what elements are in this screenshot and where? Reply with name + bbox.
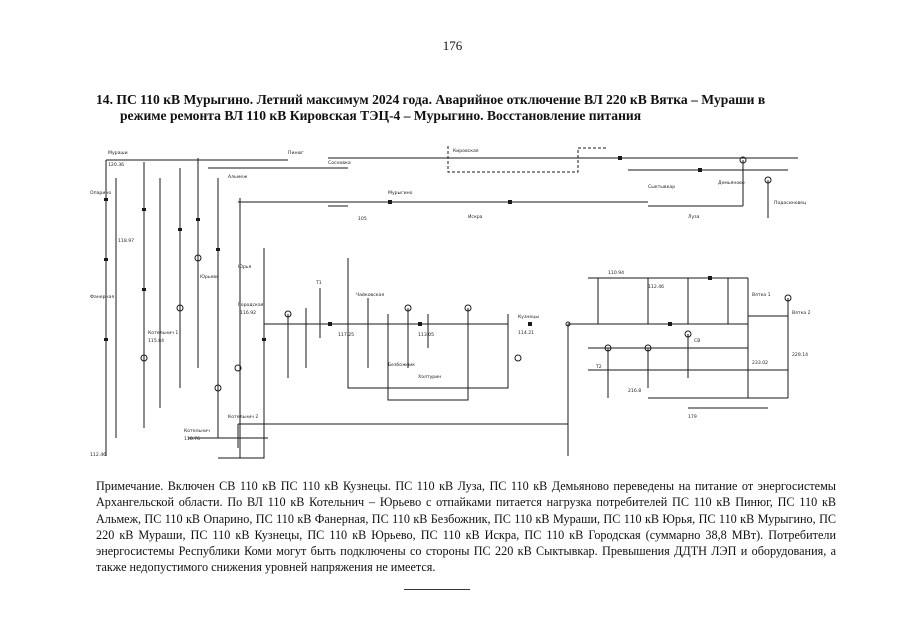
label-faner: Фанерная — [90, 294, 114, 300]
label-v120: 120.36 — [108, 162, 124, 168]
label-podosinovets: Подосиновец — [774, 200, 806, 206]
label-murashi: Мураши — [108, 150, 128, 156]
label-kotelnich: Котельнич — [184, 428, 210, 434]
power-grid-schematic: Мураши 120.36 Пинюг Сосновка Альмеж Муры… — [90, 146, 811, 459]
label-luza: Луза — [688, 214, 700, 220]
label-v179: 179 — [688, 414, 697, 420]
section-title-line-2: режиме ремонта ВЛ 110 кВ Кировская ТЭЦ-4… — [120, 108, 642, 123]
label-gorodskaya: Городская — [238, 302, 264, 308]
label-demyanovo: Демьяново — [718, 180, 745, 186]
label-syktyvkar: Сыктывкар — [648, 184, 675, 190]
label-yurevo: Юрьево — [200, 274, 219, 280]
label-vT2: Т2 — [595, 364, 602, 370]
label-vyatka2: Вятка 2 — [792, 310, 811, 316]
label-murygino: Мурыгино — [388, 190, 413, 196]
note-paragraph: Примечание. Включен СВ 110 кВ ПС 110 кВ … — [96, 478, 836, 576]
label-v117: 117.25 — [338, 332, 354, 338]
footnote-divider — [404, 589, 470, 590]
label-sosnovka: Сосновка — [328, 160, 351, 166]
label-v112: 112.46 — [648, 284, 664, 290]
label-almezh: Альмеж — [228, 174, 247, 180]
label-v112b: 112.46 — [90, 452, 106, 458]
label-v216: 216.8 — [628, 388, 641, 394]
label-v110: 110.94 — [608, 270, 624, 276]
label-vT1: Т1 — [315, 280, 322, 286]
label-kotelnich2: Котельнич 2 — [228, 414, 258, 420]
label-yuria: Юрья — [238, 264, 252, 270]
label-v116: 116.92 — [240, 310, 256, 316]
label-v118b: 118.76 — [184, 436, 200, 442]
label-kuznetsy: Кузнецы — [518, 314, 539, 320]
label-kotelnich1: Котельнич 1 — [148, 330, 178, 336]
label-chaika: Чайковская — [356, 291, 384, 298]
section-title: 14. ПС 110 кВ Мурыгино. Летний максимум … — [96, 92, 836, 124]
label-kirov: Кировская — [453, 148, 479, 154]
label-khal: Халтурин — [418, 374, 441, 380]
label-iskra: Искра — [468, 214, 483, 220]
label-vSV: СВ — [694, 338, 700, 344]
label-bezdonnik: Безбожник — [388, 362, 415, 368]
note-text: Примечание. Включен СВ 110 кВ ПС 110 кВ … — [96, 479, 836, 575]
label-v114: 114.21 — [518, 330, 534, 336]
label-v105: 105 — [358, 216, 367, 222]
label-pinyug: Пинюг — [288, 150, 304, 156]
label-v233: 233.02 — [752, 360, 768, 366]
label-oparino: Опарино — [90, 190, 111, 196]
label-vyatka1: Вятка 1 — [752, 292, 771, 298]
label-v229: 229.14 — [792, 352, 808, 358]
label-v113: 113.05 — [418, 332, 434, 338]
label-v115: 115.84 — [148, 338, 164, 344]
section-title-line-1: 14. ПС 110 кВ Мурыгино. Летний максимум … — [96, 92, 766, 107]
label-v118a: 118.97 — [118, 238, 134, 244]
page-number: 176 — [442, 38, 463, 53]
